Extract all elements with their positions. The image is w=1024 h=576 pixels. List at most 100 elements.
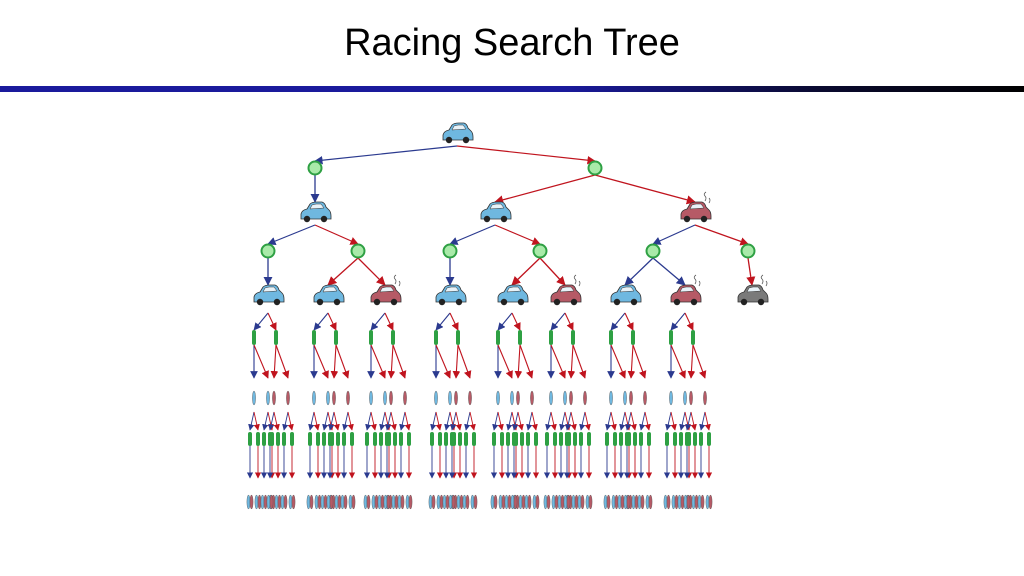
mini-state-icon [389,390,393,406]
transition-bar [316,432,320,446]
mini-state-icon [620,494,625,510]
mini-state-icon [677,494,682,510]
action-arrow [564,312,574,331]
mini-state-icon [366,494,371,510]
car-icon [253,284,285,306]
chance-node-icon [350,243,366,259]
car-icon [435,284,467,306]
mini-state-icon [408,494,413,510]
action-arrow [514,344,523,379]
action-arrow [464,411,471,431]
mini-state-icon [614,494,619,510]
action-arrow [333,411,340,431]
mini-state-icon [306,494,311,510]
mini-state-icon [454,390,458,406]
transition-bar [609,330,613,345]
mini-state-icon [532,494,537,510]
transition-bar [312,330,316,345]
mini-state-icon [626,494,631,510]
mini-state-icon [563,494,568,510]
action-arrow [670,312,686,331]
transition-bar [613,432,617,446]
mini-state-icon [683,494,688,510]
action-arrow [624,411,631,431]
mini-state-icon [403,390,407,406]
action-arrow [327,411,334,431]
mini-state-icon [643,390,647,406]
mini-state-icon [666,494,671,510]
mini-state-icon [269,494,274,510]
mini-state-icon [254,494,259,510]
mini-state-icon [291,494,296,510]
mini-state-icon [348,494,353,510]
mini-state-icon [380,494,385,510]
mini-state-icon [705,494,710,510]
mini-state-icon [648,494,653,510]
action-arrow [435,344,451,379]
mini-state-icon [637,494,642,510]
action-arrow [572,344,587,379]
mini-state-icon [510,390,514,406]
mini-state-icon [462,494,467,510]
transition-bar [458,432,462,446]
transition-bar [290,432,294,446]
mini-state-icon [468,390,472,406]
action-arrow [384,312,394,331]
action-arrow [342,411,349,431]
transition-bar [518,330,522,345]
transition-bar [625,432,629,446]
action-arrow [435,312,451,331]
mini-state-icon [386,494,391,510]
chance-node-icon [740,243,756,259]
sub-branch [306,312,356,510]
mini-state-icon [340,494,345,510]
mini-state-icon [623,494,628,510]
action-arrow [497,411,504,431]
action-arrow [539,257,566,286]
mini-state-icon [623,390,627,406]
mini-state-icon [580,494,585,510]
transition-bar [342,432,346,446]
transition-bar [472,432,476,446]
action-arrow [313,411,320,431]
transition-bar [336,432,340,446]
transition-bar [274,330,278,345]
mini-state-icon [640,494,645,510]
chance-node-icon [307,160,323,176]
mini-state-icon [383,494,388,510]
mini-state-icon [516,390,520,406]
action-arrow [347,411,354,431]
action-arrow [584,411,591,431]
transition-bar [579,432,583,446]
action-arrow [253,344,269,379]
mini-state-icon [394,494,399,510]
action-arrow [531,411,538,431]
transition-bar [391,330,395,345]
action-arrow [670,344,686,379]
transition-bar [573,432,577,446]
mini-state-icon [312,390,316,406]
action-arrow [330,344,339,379]
mini-state-icon [634,494,639,510]
mini-state-icon [326,390,330,406]
transition-bar [252,330,256,345]
transition-bar [450,432,454,446]
action-arrow [550,312,566,331]
mini-state-icon [451,494,456,510]
slide-title: Racing Search Tree [344,22,680,64]
mini-state-icon [507,494,512,510]
action-arrow [550,344,566,379]
mini-state-icon [501,494,506,510]
mini-state-icon [583,390,587,406]
action-arrow [457,344,472,379]
action-arrow [511,312,521,331]
transition-bar [559,432,563,446]
mini-state-icon [374,494,379,510]
action-arrow [519,344,534,379]
mini-state-icon [703,390,707,406]
transition-bar [520,432,524,446]
deep-branches-layer [246,312,713,510]
mini-state-icon [257,494,262,510]
mini-state-icon [391,494,396,510]
action-arrow [282,411,289,431]
